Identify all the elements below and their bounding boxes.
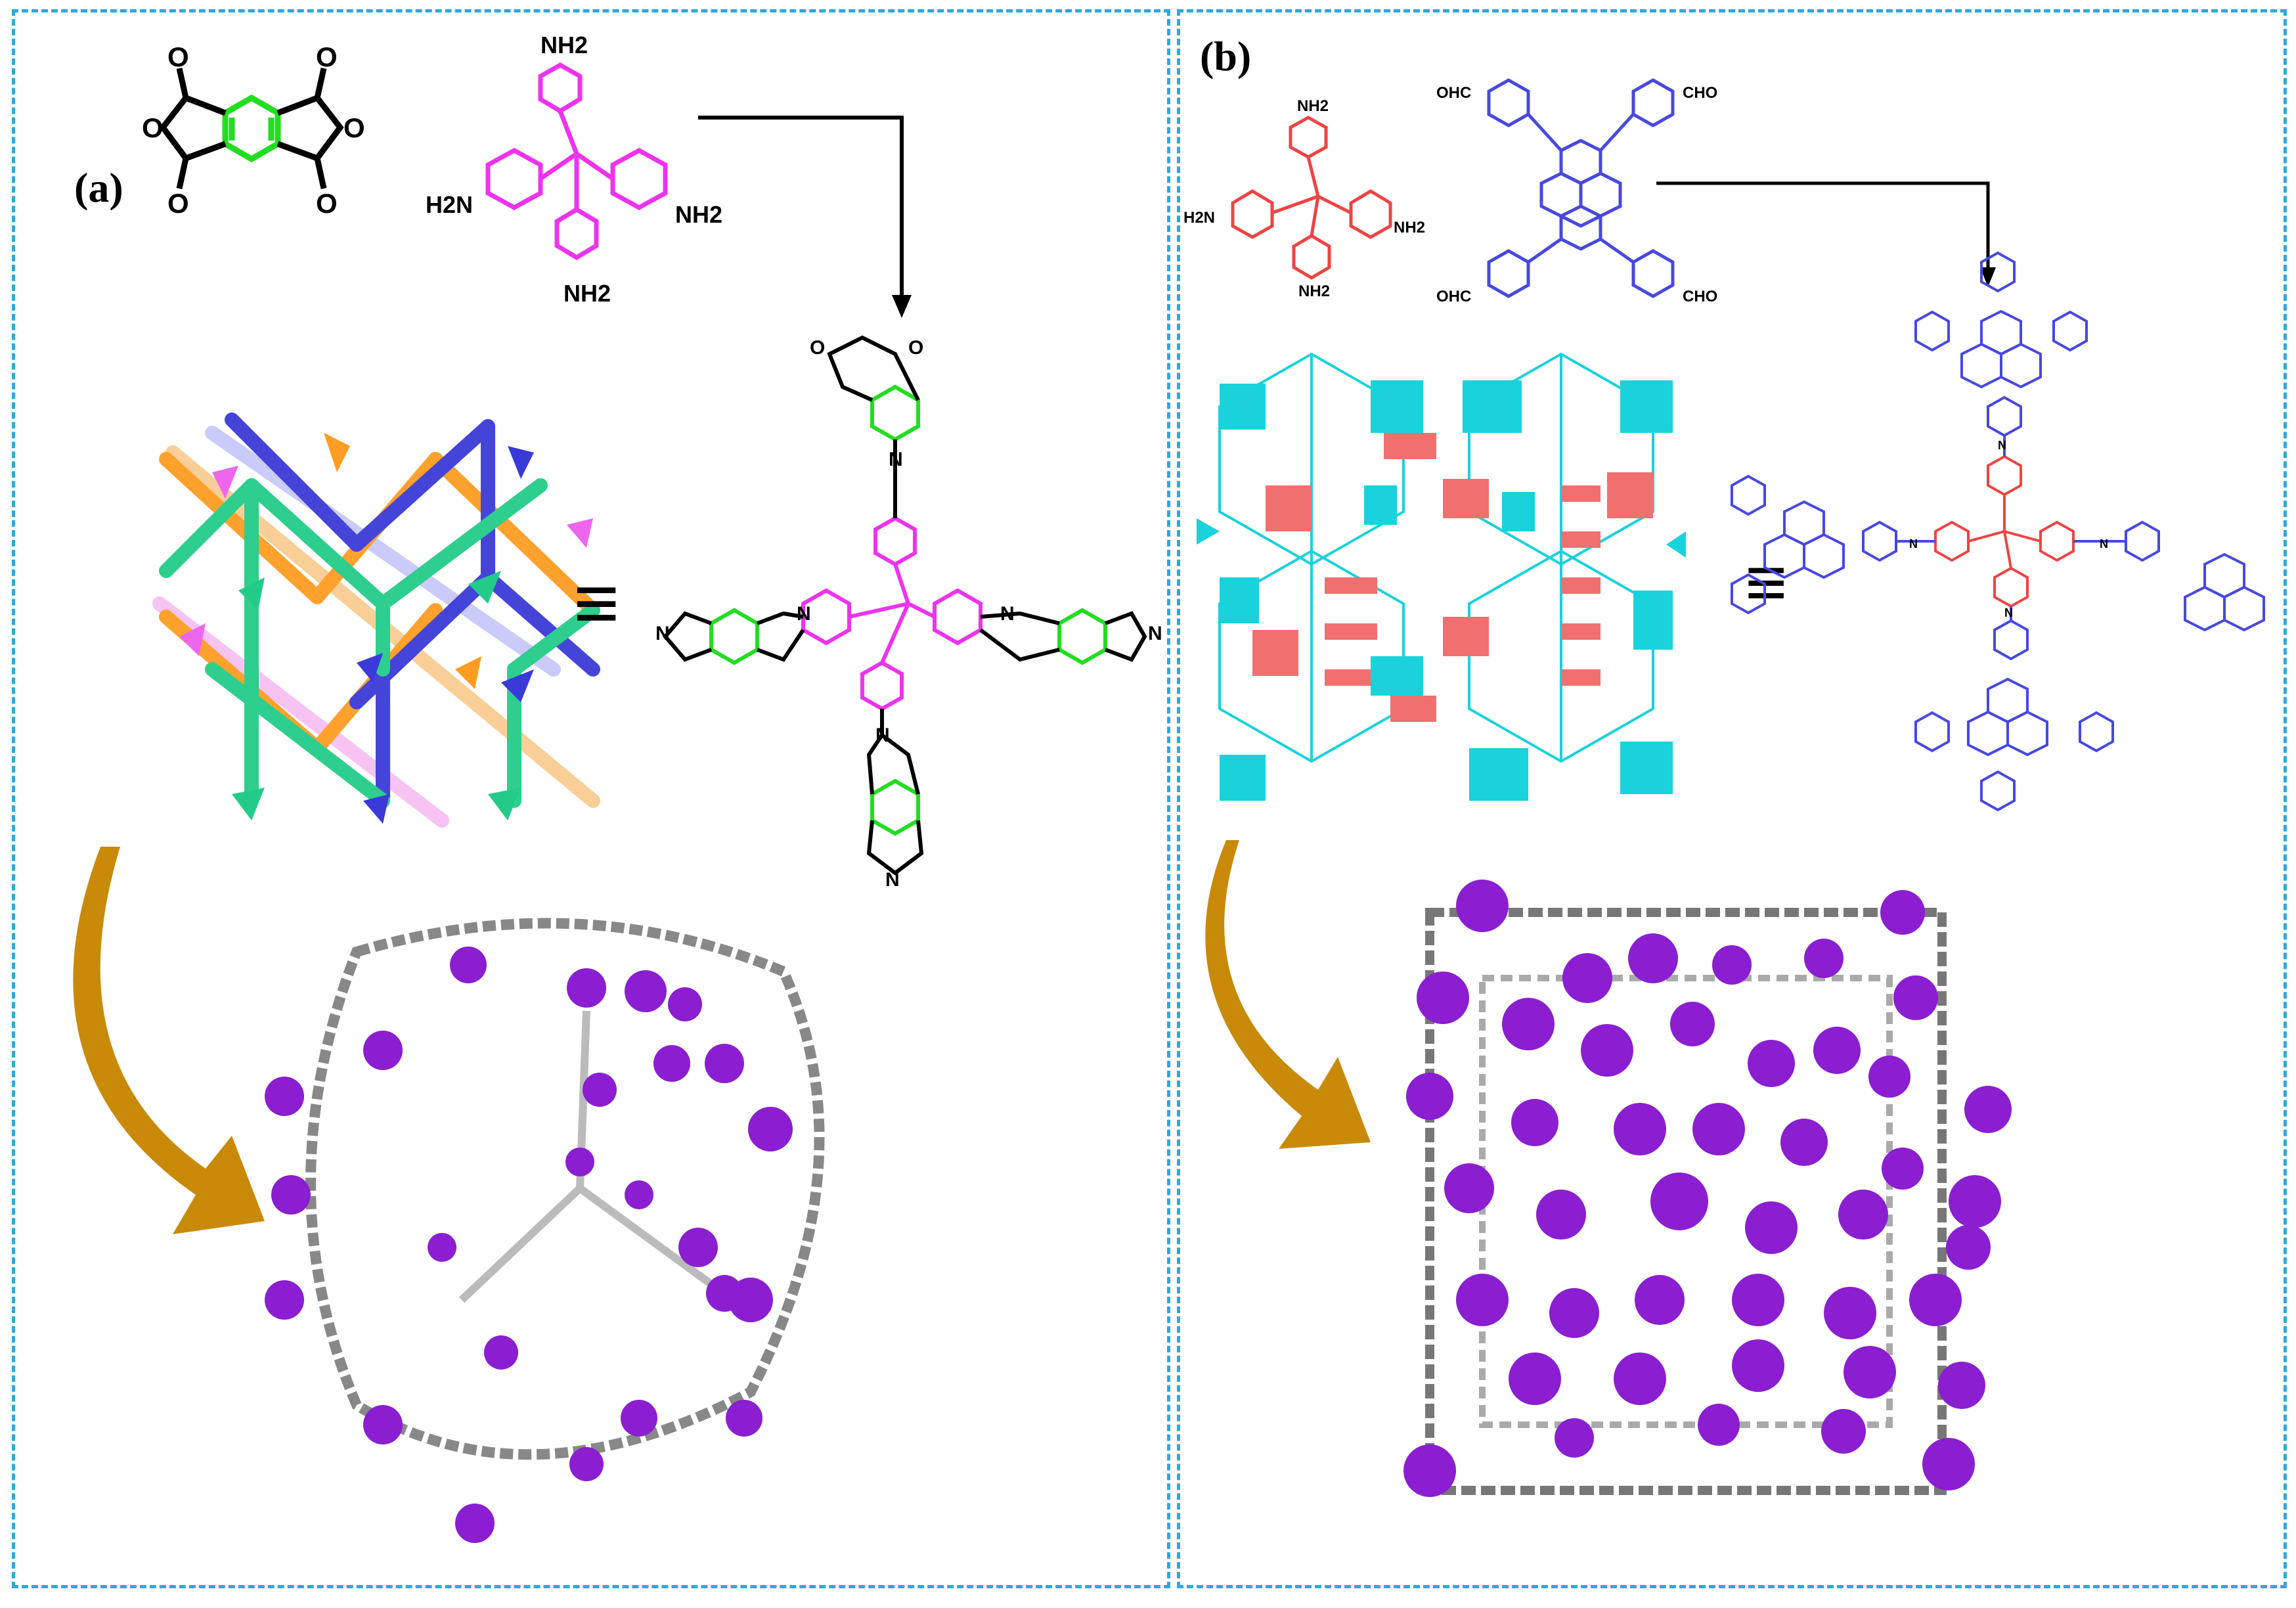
panel-a-drawing: O O O O O O NH2 H2N NH2 NH2 xyxy=(73,32,1162,1543)
o-label: O xyxy=(316,188,338,219)
iodine-loaded-pore-b xyxy=(1403,880,2012,1497)
nh2-label: H2N xyxy=(426,191,473,218)
pyromellitic-dianhydride xyxy=(159,68,344,189)
reaction-arrow xyxy=(698,116,912,318)
svg-text:N: N xyxy=(885,869,900,891)
equivalence-symbol-b: ≡ xyxy=(1745,542,1787,623)
panel-a: (a) O O O O O O xyxy=(12,9,1170,1588)
svg-text:N: N xyxy=(889,449,903,470)
svg-text:N: N xyxy=(2004,606,2013,619)
pyrene-top xyxy=(1914,251,2088,457)
svg-text:O: O xyxy=(810,337,825,359)
pyrene-tetraaldehyde xyxy=(1487,78,1675,298)
svg-text:N: N xyxy=(655,623,670,644)
tetraaminophenyl-methane-b xyxy=(1231,116,1392,280)
iodine-loaded-pore-a xyxy=(265,918,825,1543)
framework-topology-model-b xyxy=(1197,352,1686,801)
equivalence-symbol-a: ≡ xyxy=(573,559,619,647)
o-label: O xyxy=(316,41,338,72)
o-label: O xyxy=(167,41,189,72)
imine-linked-structure xyxy=(1731,251,2265,812)
pmda-oxygen-labels: O O O O O O xyxy=(142,41,365,219)
curved-arrow-b xyxy=(1205,840,1371,1149)
svg-text:CHO: CHO xyxy=(1683,84,1717,102)
nh2-label: NH2 xyxy=(541,32,588,58)
svg-text:N: N xyxy=(1998,439,2006,452)
polyimide-structure xyxy=(663,335,1147,876)
svg-text:N: N xyxy=(875,725,890,746)
svg-text:≡: ≡ xyxy=(1745,542,1787,623)
panel-a-label: (a) xyxy=(74,164,123,211)
svg-text:NH2: NH2 xyxy=(1298,282,1330,300)
svg-text:OHC: OHC xyxy=(1436,288,1471,305)
o-label: O xyxy=(167,188,189,219)
tam-amine-labels: NH2 H2N NH2 NH2 xyxy=(426,32,722,307)
nh2-label: NH2 xyxy=(675,201,722,228)
pyrene-bottom xyxy=(1914,606,2114,812)
core xyxy=(1934,455,2075,608)
o-label: O xyxy=(142,112,164,143)
panel-b-label: (b) xyxy=(1200,33,1252,79)
tam-amine-labels-b: NH2 H2N NH2 NH2 xyxy=(1183,97,1425,300)
framework-nodes xyxy=(179,433,593,824)
o-label: O xyxy=(343,112,365,143)
polyimide-atom-labels: O O N N N N N N N xyxy=(655,337,1162,891)
svg-text:CHO: CHO xyxy=(1683,288,1717,305)
pyrene-left xyxy=(1731,474,1935,615)
svg-text:≡: ≡ xyxy=(573,559,619,647)
imine-n-labels: N N N N xyxy=(1909,439,2108,619)
svg-text:H2N: H2N xyxy=(1183,209,1215,227)
panel-b-drawing: NH2 H2N NH2 NH2 OHC CHO OHC CHO xyxy=(1183,78,2265,1497)
svg-text:OHC: OHC xyxy=(1436,84,1471,102)
svg-text:O: O xyxy=(908,337,923,359)
panel-b: (b) NH2 H2N NH2 NH2 xyxy=(1177,9,2287,1588)
tetraaminophenyl-methane xyxy=(485,62,668,261)
aldehyde-labels: OHC CHO OHC CHO xyxy=(1436,84,1717,305)
svg-text:N: N xyxy=(1000,603,1015,625)
nh2-label: NH2 xyxy=(563,280,611,307)
svg-text:N: N xyxy=(1148,623,1162,644)
svg-text:N: N xyxy=(2100,537,2108,550)
curved-arrow-a xyxy=(73,847,265,1234)
pyrene-right xyxy=(2073,520,2265,632)
svg-text:N: N xyxy=(1909,537,1918,550)
svg-text:NH2: NH2 xyxy=(1394,219,1425,236)
svg-text:NH2: NH2 xyxy=(1297,97,1329,115)
svg-text:N: N xyxy=(797,603,811,625)
reaction-arrow-b xyxy=(1656,181,1996,287)
